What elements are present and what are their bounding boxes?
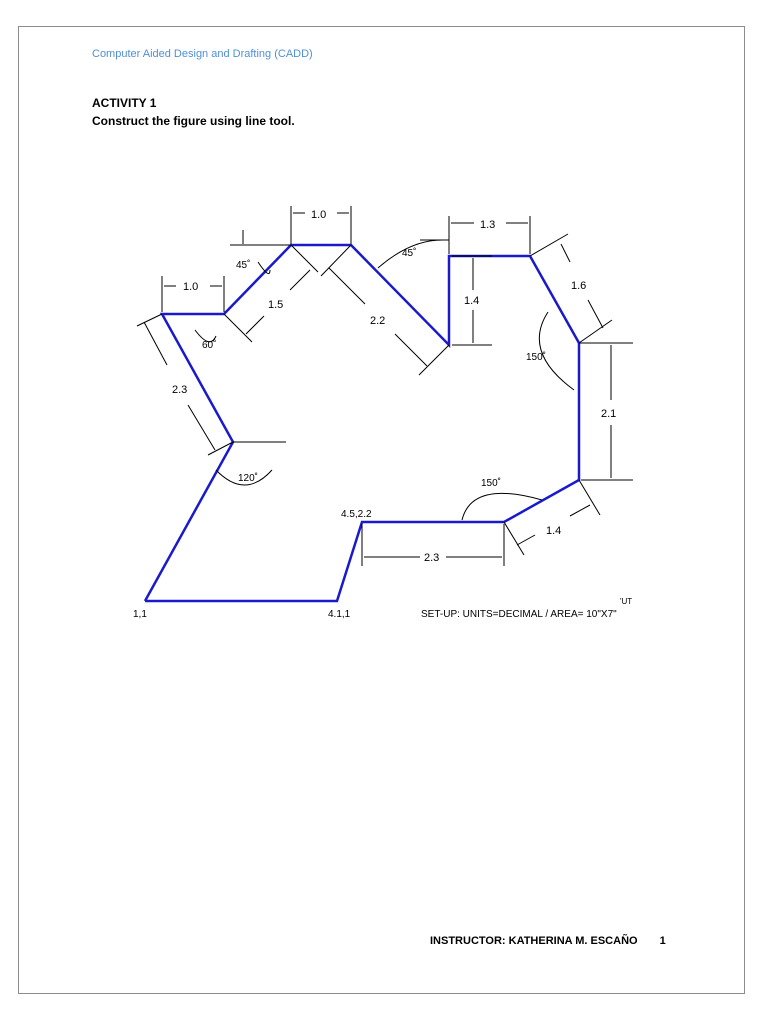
angle-lower-left: 120˚ [238, 472, 258, 484]
point-inner: 4.5,2.2 [341, 509, 372, 520]
angle-top-left: 45˚ [236, 259, 250, 271]
dim-diagonal-center: 2.2 [370, 315, 385, 327]
angle-left: 60˚ [202, 339, 216, 351]
angle-bottom-right: 150˚ [481, 477, 501, 489]
dimension-labels: 1.0 1.0 1.3 1.6 2.1 1.4 2.2 1.5 2.3 2.3 … [133, 209, 632, 620]
dim-right-slant: 1.6 [571, 280, 586, 292]
dim-left-long: 2.3 [172, 384, 187, 396]
angle-right: 150˚ [526, 351, 546, 363]
dim-bottom-inner: 2.3 [424, 552, 439, 564]
figure-outline [143, 243, 581, 603]
activity-title: ACTIVITY 1 [92, 96, 157, 110]
setup-superscript: 'UT [620, 597, 632, 606]
course-header: Computer Aided Design and Drafting (CADD… [92, 48, 313, 60]
dim-bottom-right: 1.4 [546, 525, 561, 537]
instructor-name: INSTRUCTOR: KATHERINA M. ESCAÑO [430, 935, 638, 947]
point-bottom-mid: 4.1,1 [328, 609, 351, 620]
point-origin: 1,1 [133, 609, 147, 620]
page-number: 1 [659, 935, 666, 947]
dim-right-vertical: 2.1 [601, 408, 616, 420]
footer: INSTRUCTOR: KATHERINA M. ESCAÑO 1 [430, 935, 666, 947]
angle-top-right: 45˚ [402, 247, 416, 259]
document-page: Computer Aided Design and Drafting (CADD… [18, 26, 745, 994]
setup-text: SET-UP: UNITS=DECIMAL / AREA= 10"X7" [421, 609, 617, 620]
dim-inner-vertical: 1.4 [464, 295, 479, 307]
dim-left-width: 1.0 [183, 281, 198, 293]
activity-instruction: Construct the figure using line tool. [92, 114, 295, 128]
dim-left-slant: 1.5 [268, 299, 283, 311]
dimension-lines [136, 206, 633, 566]
dim-top-width: 1.0 [311, 209, 326, 221]
dim-top-right-width: 1.3 [480, 219, 495, 231]
